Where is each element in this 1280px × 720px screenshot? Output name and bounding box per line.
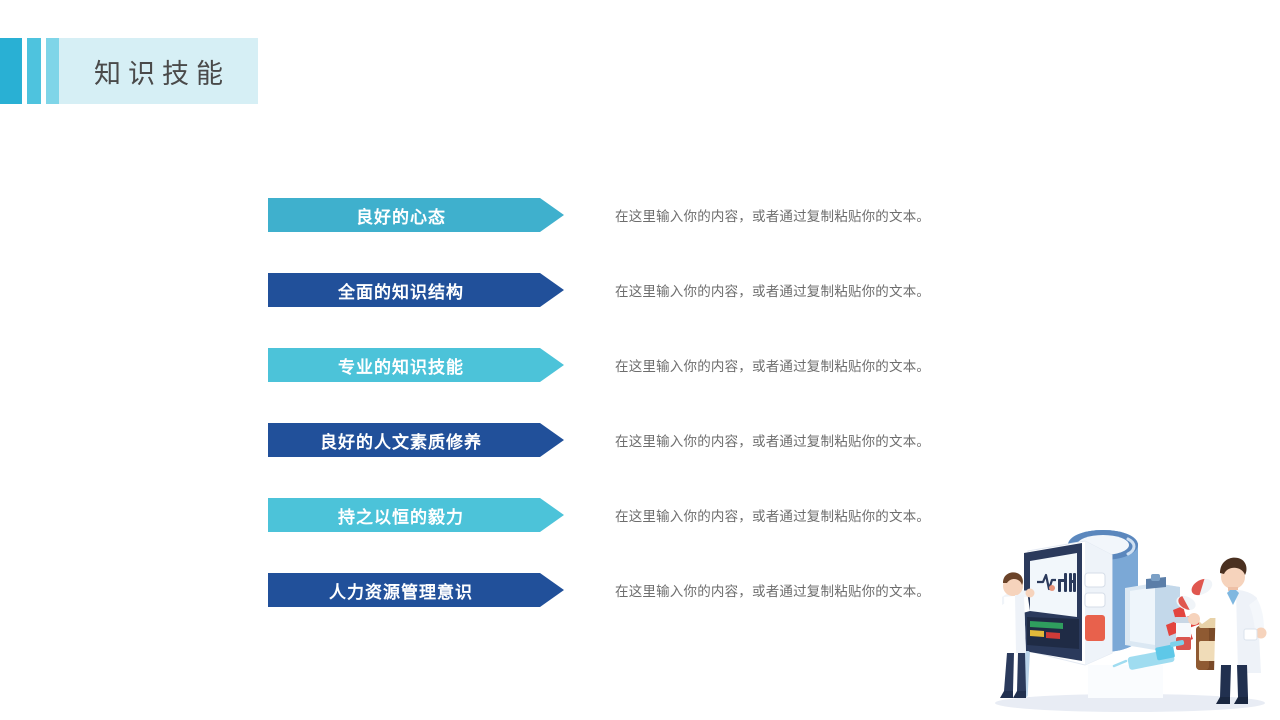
ground-shadow-icon [995, 694, 1265, 712]
blood-pressure-monitor-icon [1022, 540, 1113, 697]
banner-label: 全面的知识结构 [338, 282, 464, 302]
list-item: 持之以恒的毅力 在这里输入你的内容，或者通过复制粘贴你的文本。 [268, 498, 930, 532]
header-bar-gap-2 [41, 38, 46, 104]
blood-pressure-cuff-icon [1068, 530, 1138, 652]
list-item: 良好的心态 在这里输入你的内容，或者通过复制粘贴你的文本。 [268, 198, 930, 232]
list-item: 全面的知识结构 在这里输入你的内容，或者通过复制粘贴你的文本。 [268, 273, 930, 307]
banner-arrow-3[interactable]: 专业的知识技能 [268, 348, 564, 382]
pills-icon [1176, 578, 1213, 611]
list-item: 专业的知识技能 在这里输入你的内容，或者通过复制粘贴你的文本。 [268, 348, 930, 382]
header-accent-bar-3 [46, 38, 59, 104]
list-item: 人力资源管理意识 在这里输入你的内容，或者通过复制粘贴你的文本。 [268, 573, 930, 607]
syringe-icon [1112, 640, 1185, 670]
page-title: 知识技能 [94, 58, 230, 89]
knowledge-skill-list: 良好的心态 在这里输入你的内容，或者通过复制粘贴你的文本。 全面的知识结构 在这… [268, 198, 930, 607]
clipboard-icon [1125, 574, 1180, 650]
medicine-vial-icon [1174, 617, 1193, 650]
item-description: 在这里输入你的内容，或者通过复制粘贴你的文本。 [615, 509, 931, 524]
item-description: 在这里输入你的内容，或者通过复制粘贴你的文本。 [615, 284, 931, 299]
header-accent-bar-1 [0, 38, 22, 104]
banner-label: 良好的人文素质修养 [320, 432, 482, 452]
banner-arrow-1[interactable]: 良好的心态 [268, 198, 564, 232]
banner-label: 持之以恒的毅力 [338, 507, 464, 527]
medical-illustration [995, 530, 1267, 712]
page-header: 知识技能 [0, 38, 258, 104]
red-cross-icon [1166, 606, 1200, 643]
medicine-bottle-icon [1196, 618, 1222, 670]
item-description: 在这里输入你的内容，或者通过复制粘贴你的文本。 [615, 584, 931, 599]
list-item: 良好的人文素质修养 在这里输入你的内容，或者通过复制粘贴你的文本。 [268, 423, 930, 457]
pedestal-icon [1088, 665, 1163, 698]
doctor-figure-icon [1188, 557, 1267, 704]
header-accent-bar-2 [27, 38, 41, 104]
banner-arrow-2[interactable]: 全面的知识结构 [268, 273, 564, 307]
banner-label: 良好的心态 [356, 207, 446, 227]
banner-label: 人力资源管理意识 [329, 582, 473, 602]
item-description: 在这里输入你的内容，或者通过复制粘贴你的文本。 [615, 359, 931, 374]
header-bar-gap-1 [22, 38, 27, 104]
banner-arrow-4[interactable]: 良好的人文素质修养 [268, 423, 564, 457]
item-description: 在这里输入你的内容，或者通过复制粘贴你的文本。 [615, 209, 931, 224]
banner-label: 专业的知识技能 [338, 357, 464, 377]
header-title-panel: 知识技能 [59, 38, 258, 104]
banner-arrow-6[interactable]: 人力资源管理意识 [268, 573, 564, 607]
banner-arrow-5[interactable]: 持之以恒的毅力 [268, 498, 564, 532]
technician-figure-icon [1000, 572, 1035, 698]
item-description: 在这里输入你的内容，或者通过复制粘贴你的文本。 [615, 434, 931, 449]
